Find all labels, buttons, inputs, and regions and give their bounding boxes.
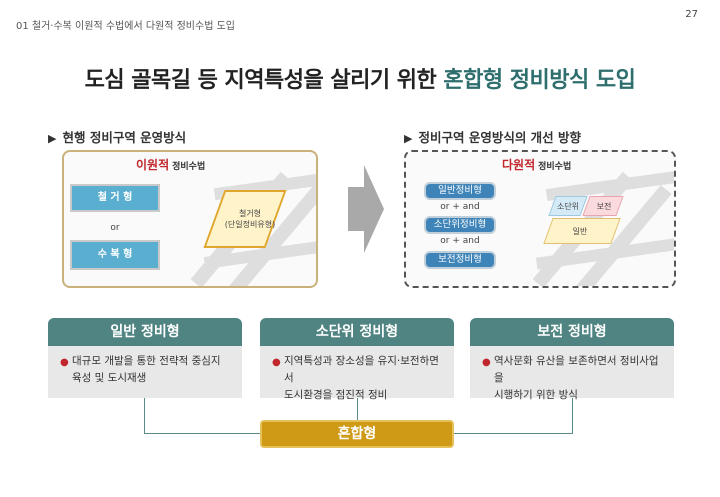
method-sub-label: 정비수법 xyxy=(538,162,572,172)
general-type-button[interactable]: 일반정비형 xyxy=(424,182,496,200)
bullet-icon: ● xyxy=(482,357,491,368)
conservation-type-button[interactable]: 보전정비형 xyxy=(424,251,496,269)
transition-arrow-icon xyxy=(348,165,384,253)
method-sub-label: 정비수법 xyxy=(172,162,206,172)
small-unit-type-button[interactable]: 소단위정비형 xyxy=(424,216,496,234)
connector-left xyxy=(144,398,145,434)
repair-type-button[interactable]: 수 복 형 xyxy=(70,240,160,270)
page-title: 도심 골목길 등 지역특성을 살리기 위한 혼합형 정비방식 도입 xyxy=(0,62,720,94)
connector-right-horizontal xyxy=(454,433,572,434)
left-section-heading: ▶ 현행 정비구역 운영방식 xyxy=(48,127,186,146)
bullet-icon: ● xyxy=(60,357,69,368)
dual-method-label: 이원적 xyxy=(136,158,170,172)
triangle-marker-icon: ▶ xyxy=(404,132,413,145)
small-unit-type-header: 소단위 정비형 xyxy=(260,318,454,346)
conservation-map-label: 보전 xyxy=(596,202,612,211)
triangle-marker-icon: ▶ xyxy=(48,132,57,145)
general-desc-line1: 대규모 개발을 통한 전략적 중심지 xyxy=(72,355,221,367)
connector-left-horizontal xyxy=(144,433,260,434)
small-unit-desc-line2: 도시환경을 점진적 정비 xyxy=(284,389,388,401)
title-highlight: 혼합형 정비방식 도입 xyxy=(443,68,636,93)
right-section-heading: ▶ 정비구역 운영방식의 개선 방향 xyxy=(404,127,581,146)
general-desc-line2: 육성 및 도시재생 xyxy=(72,372,147,384)
or-and-text-2: or + and xyxy=(440,236,480,246)
parcel-label-line2: (단일정비유형) xyxy=(224,220,276,229)
general-type-description: ● 대규모 개발을 통한 전략적 중심지 육성 및 도시재생 xyxy=(48,346,242,398)
general-map-label: 일반 xyxy=(572,227,588,236)
parcel-label: 철거형 (단일정비유형) xyxy=(210,208,290,230)
small-unit-desc-line1: 지역특성과 장소성을 유지·보전하면서 xyxy=(284,355,439,384)
or-text: or xyxy=(110,223,120,233)
parcel-label-line1: 철거형 xyxy=(238,209,262,218)
general-type-header: 일반 정비형 xyxy=(48,318,242,346)
small-unit-map-label: 소단위 xyxy=(556,202,580,211)
connector-right xyxy=(572,398,573,434)
left-heading-text: 현행 정비구역 운영방식 xyxy=(62,130,187,145)
conservation-type-header: 보전 정비형 xyxy=(470,318,674,346)
conservation-desc-line2: 시행하기 위한 방식 xyxy=(494,389,578,401)
page-number: 27 xyxy=(685,9,698,20)
small-unit-type-description: ● 지역특성과 장소성을 유지·보전하면서 도시환경을 점진적 정비 xyxy=(260,346,454,401)
demolition-type-button[interactable]: 철 거 형 xyxy=(70,184,160,212)
bullet-icon: ● xyxy=(272,357,281,368)
or-and-text-1: or + and xyxy=(440,202,480,212)
connector-center xyxy=(357,398,358,420)
conservation-type-description: ● 역사문화 유산을 보존하면서 정비사업을 시행하기 위한 방식 xyxy=(470,346,674,401)
right-heading-text: 정비구역 운영방식의 개선 방향 xyxy=(418,130,582,145)
breadcrumb: 01 철거·수복 이원적 수법에서 다원적 정비수법 도입 xyxy=(16,21,235,32)
title-main: 도심 골목길 등 지역특성을 살리기 위한 xyxy=(84,68,444,93)
multi-method-label: 다원적 xyxy=(502,158,536,172)
conservation-desc-line1: 역사문화 유산을 보존하면서 정비사업을 xyxy=(494,355,659,384)
mixed-type-box: 혼합형 xyxy=(260,420,454,448)
